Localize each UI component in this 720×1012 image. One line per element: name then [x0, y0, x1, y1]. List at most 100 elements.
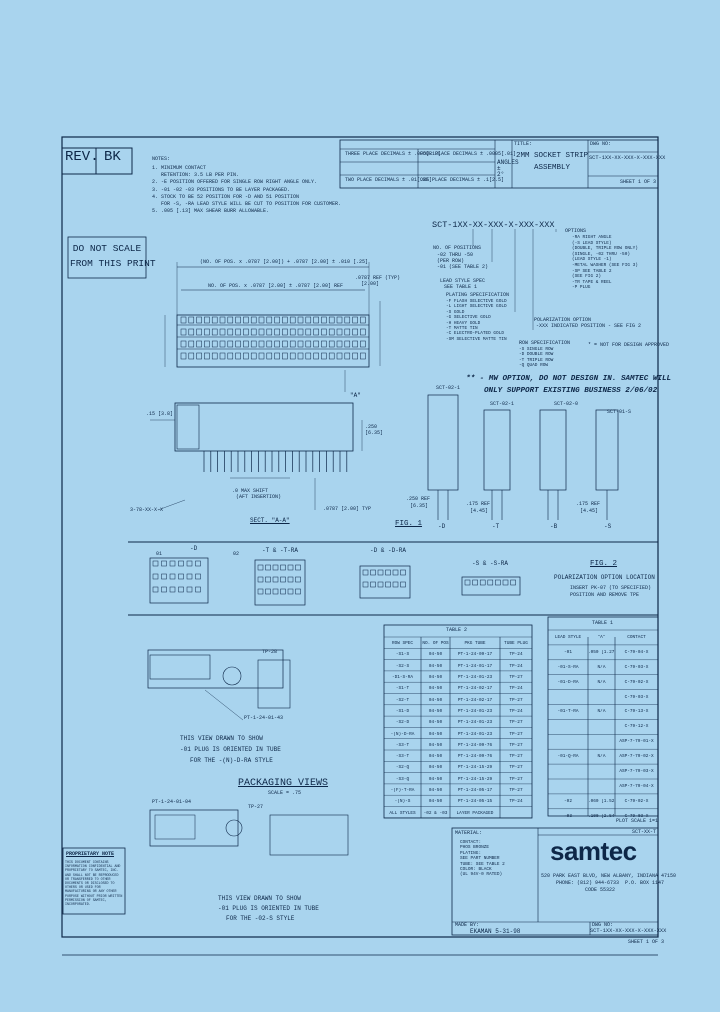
rev-value: BK — [104, 149, 121, 165]
note-item: 4. STOCK TO BE 52 POSITION FOR -D AND 51… — [152, 193, 300, 200]
pin-cavity — [352, 328, 358, 336]
table2-cell: -S3-T — [395, 754, 410, 760]
pin-cavity — [377, 569, 384, 576]
part-number-leaders — [472, 229, 557, 330]
table1-cell: N/A — [597, 664, 606, 670]
table2-cell: -D1-S-RA — [391, 675, 414, 681]
table2-cell: PT-1-24-01-23 — [457, 720, 493, 726]
pin-cavity — [282, 316, 288, 324]
pin-cavity — [495, 579, 501, 586]
table2-cell: PT-1-24-01-23 — [457, 708, 493, 714]
table2-cell: TP-24 — [509, 799, 523, 805]
option-item: (DOUBLE, TRIPLE ROW ONLY) — [572, 246, 638, 252]
table2-cell: 04-50 — [428, 754, 443, 760]
tol-three-place: THREE PLACE DECIMALS ± .005[.13] — [345, 151, 442, 157]
table1-header-cell: CONTACT — [627, 634, 646, 640]
pin-cavity — [266, 352, 273, 360]
pin-cavity — [282, 340, 288, 348]
title-label: TITLE: — [514, 141, 533, 147]
positions-extra: -01 (SEE TABLE 2) — [437, 264, 489, 270]
fig1-style-t: -T — [492, 523, 500, 530]
table2-cell: PT-1-24-15-29 — [457, 765, 493, 771]
pin-cavity — [257, 588, 264, 595]
packaging-callout-tp: TP-27 — [248, 804, 264, 810]
table1-cell: N/A — [597, 709, 606, 715]
tube-note-3: FOR THE -(N)-D-RA STYLE — [190, 757, 273, 764]
table1-cell: C-79-13-X — [624, 709, 649, 715]
option-item: (SEE FIG 2) — [572, 274, 601, 280]
material-item: PLATING: — [460, 850, 482, 856]
pin-cavity — [227, 328, 234, 336]
note-item: 2. -E POSITION OFFERED FOR SINGLE ROW RI… — [152, 179, 318, 186]
table2-cell: -S1-S — [395, 652, 410, 658]
pin-cavity — [186, 586, 193, 593]
table1-title: TABLE 1 — [592, 620, 614, 626]
table1-cell: -01-T-RA — [557, 709, 579, 715]
pin-cavity — [204, 340, 210, 348]
pin-cavity — [235, 340, 241, 348]
pin-cavity — [219, 340, 226, 348]
table2-cell: PT-1-24-05-17 — [457, 788, 493, 793]
fig1-part-1: SCT-02-1 — [436, 385, 461, 391]
pin-cavity — [227, 316, 234, 324]
pin-cavity — [152, 560, 159, 567]
packaging-view — [149, 809, 349, 856]
table1-header: LEAD STYLE"A"CONTACT — [548, 630, 658, 645]
table2-cell: -(N)-S — [394, 799, 411, 805]
pin-cavity — [305, 316, 312, 324]
pin-cavity — [219, 352, 226, 360]
tube-callout-pt: PT-1-24-01-43 — [244, 715, 284, 721]
view-srs-label: -S & -S-RA — [472, 560, 509, 567]
fig1-dim-2: .175 REF — [466, 501, 491, 507]
pin-cavity — [243, 352, 249, 360]
tol-two-place: TWO PLACE DECIMALS ± .01[.25] — [345, 177, 433, 183]
material-item: (UL 94V-0 RATED) — [460, 872, 503, 878]
table1: LEAD STYLE"A"CONTACT-01.050 [1.27]C-79-0… — [548, 630, 658, 824]
pin-cavity — [305, 340, 312, 348]
pin-cavity — [352, 340, 358, 348]
fig1-dim-3: .175 REF — [576, 501, 601, 507]
pin-cavity — [400, 581, 406, 588]
pin-cavity — [297, 316, 304, 324]
pin-cavity — [370, 569, 376, 576]
table1-row: ASP-7-79-03-X — [548, 764, 658, 779]
table2-cell: PT-1-24-01-23 — [457, 731, 493, 737]
pin-cavity — [360, 340, 366, 348]
made-by-label: MADE BY: — [455, 922, 480, 928]
table1-cell: ASP-7-79-02-X — [619, 754, 654, 760]
table1-cell: -02 — [564, 798, 572, 804]
table2-cell: 04-50 — [428, 799, 443, 805]
pin-cavity — [196, 328, 202, 336]
plating-list: -F FLASH SELECTIVE GOLD-L LIGHT SELECTIV… — [446, 299, 507, 342]
table1-cell: ASP-7-79-04-X — [619, 783, 654, 789]
per-row: (PER ROW) — [437, 258, 465, 264]
dim-max-shift-sub: (AFT INSERTION) — [236, 494, 282, 500]
material-item: SEE PART NUMBER — [460, 856, 500, 862]
table2-cell: -S2-D — [395, 720, 410, 726]
table1-cell: C-79-02-X — [624, 679, 649, 685]
pin-cavity — [274, 340, 280, 348]
pin-cavity — [204, 328, 210, 336]
pin-cavity — [272, 564, 279, 571]
mw-note-line1: ** - MW OPTION, DO NOT DESIGN IN. SAMTEC… — [466, 375, 672, 383]
pin-cavity — [360, 328, 366, 336]
notes-header: NOTES: — [152, 156, 171, 162]
pin-cavity — [178, 560, 184, 567]
pin-cavity — [235, 316, 241, 324]
pin-cavity — [211, 316, 218, 324]
material-item: COLOR: BLACK — [460, 867, 492, 873]
pin-cavity — [295, 564, 301, 571]
samtec-logo: samtec — [550, 836, 637, 866]
table2-cell: 04-50 — [428, 708, 443, 714]
sheet-bottom: SHEET 1 OF 3 — [628, 939, 665, 945]
address-1: 520 PARK EAST BLVD, NEW ALBANY, INDIANA … — [541, 873, 677, 879]
pin-cavity — [385, 581, 391, 588]
pin-cavity — [219, 316, 226, 324]
note-item: FOR -S, -RA LEAD STYLE WILL BE CUT TO PO… — [152, 201, 342, 208]
material-item: CONTACT: — [460, 840, 482, 845]
pin-cavity — [235, 352, 241, 360]
